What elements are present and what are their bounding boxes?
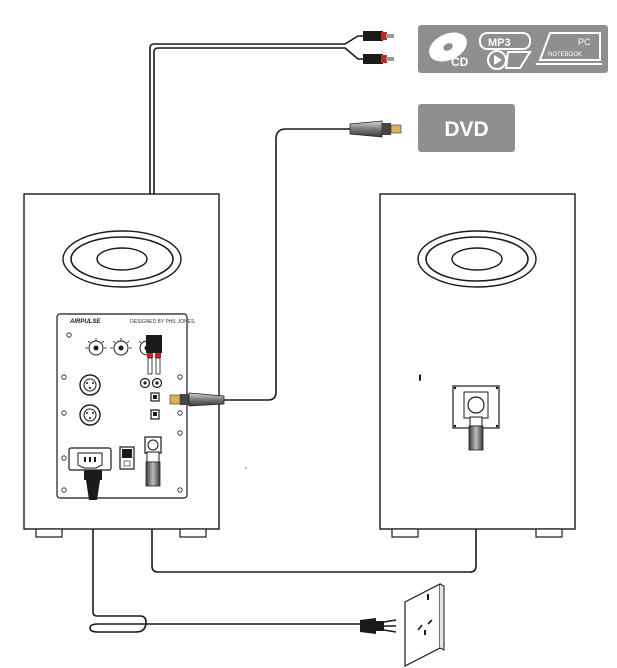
power-switch [119,446,135,470]
rca-input-jacks [139,377,163,389]
mp3-label: MP3 [488,37,511,49]
left-speaker: AIRPULSE DESIGNED BY PHIL JONES [23,193,220,538]
rear-panel: AIRPULSE DESIGNED BY PHIL JONES [56,313,195,499]
stray-dot [245,467,247,469]
notebook-icon [536,32,602,65]
speaker-link-plug-right [468,416,484,451]
right-speaker-foot [535,528,563,538]
power-plug-inlet [84,470,102,500]
optical-plug-source [349,120,402,138]
speaker-link-plug-left [145,451,161,487]
xlr-input [79,374,101,396]
right-speaker [379,193,576,538]
speaker-output-jack [144,436,162,454]
notebook-label: NOTEBOOK [548,52,582,58]
pc-label: PC [578,37,591,47]
dvd-label: DVD [444,118,488,141]
speaker-link-cable [151,448,477,573]
rca-plugs-source [363,31,394,64]
right-speaker-foot [391,528,419,538]
optical-input-jack [150,392,160,402]
cd-label: CD [451,55,469,69]
mp3-player-icon [479,32,532,70]
rca-cable-left [149,35,375,335]
cd-disc-icon [429,32,467,62]
power-inlet [68,447,112,471]
left-speaker-port [62,230,182,288]
optical-plug-speaker [169,392,225,407]
wall-outlet [404,374,445,667]
power-plug-wall [360,618,397,634]
designer-text: DESIGNED BY PHIL JONES [130,319,195,325]
panel-screws [61,332,183,493]
rca-plugs-speaker [146,335,162,375]
xlr-input [79,404,101,426]
source-badge-cd-mp3-pc: CD MP3 PC NOTEBOOK [418,25,608,73]
rca-cable-right [153,47,375,335]
treble-knob [110,338,132,356]
source-badge-dvd: DVD [418,104,515,152]
left-speaker-foot [179,528,207,538]
left-speaker-foot [35,528,63,538]
usb-port [150,409,160,420]
right-speaker-port [417,230,537,288]
optical-cable [222,128,352,401]
bass-knob [85,338,107,356]
brand-logo: AIRPULSE [69,319,101,325]
